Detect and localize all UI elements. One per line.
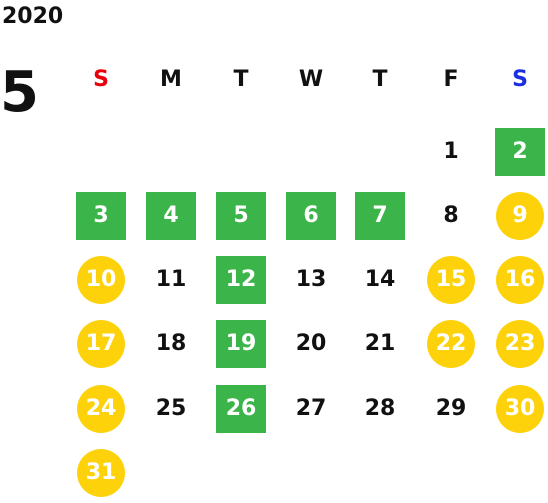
day-number: 22: [435, 331, 467, 356]
weekday-wed: W: [298, 67, 324, 92]
day-number: 27: [295, 396, 327, 421]
day-cell-11[interactable]: 11: [146, 256, 196, 304]
day-number: 29: [435, 396, 467, 421]
day-number: 17: [85, 331, 117, 356]
day-number: 31: [85, 460, 117, 485]
day-number: 9: [512, 203, 528, 228]
day-cell-4[interactable]: 4: [146, 192, 196, 240]
weekday-sat: S: [512, 67, 528, 92]
day-cell-6[interactable]: 6: [286, 192, 336, 240]
day-number: 26: [225, 396, 257, 421]
day-number: 1: [443, 139, 459, 164]
day-number: 6: [303, 203, 319, 228]
day-number: 13: [295, 267, 327, 292]
day-number: 2: [512, 139, 528, 164]
day-cell-28[interactable]: 28: [355, 385, 405, 433]
day-cell-20[interactable]: 20: [286, 320, 336, 368]
day-number: 30: [504, 396, 536, 421]
day-number: 7: [372, 203, 388, 228]
day-number: 5: [233, 203, 249, 228]
day-cell-19[interactable]: 19: [216, 320, 266, 368]
day-number: 11: [155, 267, 187, 292]
day-number: 21: [364, 331, 396, 356]
day-cell-30[interactable]: 30: [495, 385, 545, 433]
day-cell-10[interactable]: 10: [76, 256, 126, 304]
weekday-mon: M: [160, 67, 182, 92]
day-cell-25[interactable]: 25: [146, 385, 196, 433]
day-number: 4: [163, 203, 179, 228]
day-cell-29[interactable]: 29: [426, 385, 476, 433]
day-cell-21[interactable]: 21: [355, 320, 405, 368]
day-cell-7[interactable]: 7: [355, 192, 405, 240]
day-cell-26[interactable]: 26: [216, 385, 266, 433]
day-number: 18: [155, 331, 187, 356]
day-number: 19: [225, 331, 257, 356]
day-number: 16: [504, 267, 536, 292]
day-cell-13[interactable]: 13: [286, 256, 336, 304]
month-number: 5: [0, 60, 39, 125]
day-cell-14[interactable]: 14: [355, 256, 405, 304]
day-cell-5[interactable]: 5: [216, 192, 266, 240]
day-cell-2[interactable]: 2: [495, 128, 545, 176]
weekday-sun: S: [93, 67, 109, 92]
day-number: 15: [435, 267, 467, 292]
day-cell-3[interactable]: 3: [76, 192, 126, 240]
day-number: 10: [85, 267, 117, 292]
day-cell-8[interactable]: 8: [426, 192, 476, 240]
day-cell-31[interactable]: 31: [76, 449, 126, 497]
day-number: 12: [225, 267, 257, 292]
day-number: 3: [93, 203, 109, 228]
day-cell-16[interactable]: 16: [495, 256, 545, 304]
weekday-fri: F: [443, 67, 459, 92]
day-cell-17[interactable]: 17: [76, 320, 126, 368]
day-number: 14: [364, 267, 396, 292]
year-label: 2020: [2, 4, 64, 29]
day-cell-15[interactable]: 15: [426, 256, 476, 304]
weekday-thu: T: [372, 67, 388, 92]
day-number: 23: [504, 331, 536, 356]
day-cell-27[interactable]: 27: [286, 385, 336, 433]
weekday-tue: T: [233, 67, 249, 92]
day-cell-9[interactable]: 9: [495, 192, 545, 240]
day-cell-18[interactable]: 18: [146, 320, 196, 368]
day-number: 20: [295, 331, 327, 356]
day-number: 8: [443, 203, 459, 228]
day-cell-1[interactable]: 1: [426, 128, 476, 176]
day-cell-12[interactable]: 12: [216, 256, 266, 304]
day-number: 24: [85, 396, 117, 421]
day-cell-23[interactable]: 23: [495, 320, 545, 368]
day-cell-24[interactable]: 24: [76, 385, 126, 433]
day-number: 25: [155, 396, 187, 421]
day-number: 28: [364, 396, 396, 421]
day-cell-22[interactable]: 22: [426, 320, 476, 368]
